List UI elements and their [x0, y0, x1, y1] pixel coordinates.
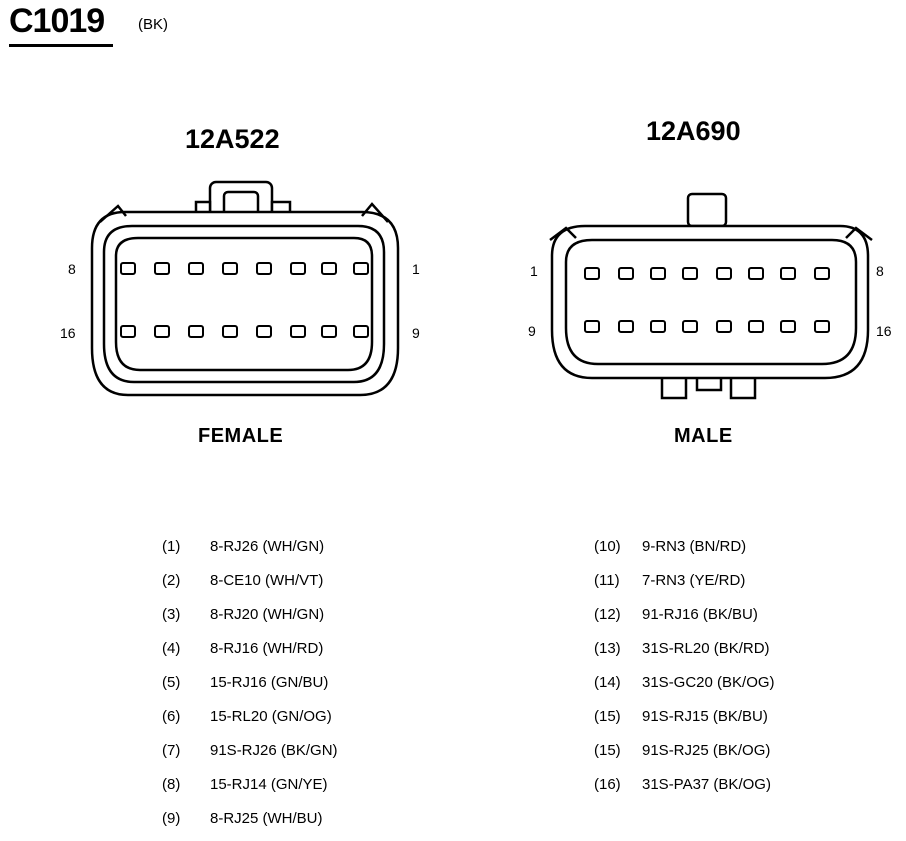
pin-row: (6) 15-RL20 (GN/OG) [162, 708, 332, 725]
female-part-number: 12A522 [185, 124, 280, 154]
pin-row: (4) 8-RJ16 (WH/RD) [162, 640, 323, 657]
pin-circuit: 91S-RJ15 (BK/BU) [642, 708, 768, 725]
female-pin-label-top-right: 1 [412, 261, 420, 277]
pin-circuit: 8-CE10 (WH/VT) [210, 572, 324, 589]
pin-number: (11) [594, 572, 620, 589]
pin-number: (16) [594, 776, 621, 793]
pin-circuit: 91S-RJ25 (BK/OG) [642, 742, 771, 759]
pin-number: (3) [162, 606, 181, 623]
pin-number: (4) [162, 640, 181, 657]
pin-number: (13) [594, 640, 621, 657]
male-connector [549, 192, 873, 400]
connector-color-code: (BK) [138, 16, 168, 33]
pin-circuit: 8-RJ16 (WH/RD) [210, 640, 324, 657]
pin-circuit: 31S-PA37 (BK/OG) [642, 776, 771, 793]
pin-circuit: 15-RJ14 (GN/YE) [210, 776, 328, 793]
pin-circuit: 8-RJ25 (WH/BU) [210, 810, 323, 827]
female-pin-label-bottom-left: 16 [60, 325, 76, 341]
pin-row: (3) 8-RJ20 (WH/GN) [162, 606, 324, 623]
pin-number: (12) [594, 606, 621, 623]
pin-circuit: 31S-GC20 (BK/OG) [642, 674, 775, 691]
pin-number: (8) [162, 776, 181, 793]
pin-row: (16) 31S-PA37 (BK/OG) [594, 776, 771, 793]
pin-number: (9) [162, 810, 181, 827]
pin-row: (12) 91-RJ16 (BK/BU) [594, 606, 758, 623]
male-part-number: 12A690 [646, 116, 741, 146]
pin-circuit: 15-RL20 (GN/OG) [210, 708, 332, 725]
pin-number: (14) [594, 674, 621, 691]
male-pin-label-top-right: 8 [876, 263, 884, 279]
male-label: MALE [674, 425, 733, 447]
pin-number: (6) [162, 708, 181, 725]
pin-circuit: 91-RJ16 (BK/BU) [642, 606, 758, 623]
title-underline [9, 44, 113, 47]
pin-row: (15) 91S-RJ15 (BK/BU) [594, 708, 768, 725]
pin-row: (2) 8-CE10 (WH/VT) [162, 572, 323, 589]
pin-row: (15) 91S-RJ25 (BK/OG) [594, 742, 770, 759]
pin-number: (5) [162, 674, 181, 691]
female-label: FEMALE [198, 425, 284, 447]
pin-circuit: 15-RJ16 (GN/BU) [210, 674, 329, 691]
pin-number: (7) [162, 742, 181, 759]
pin-row: (7) 91S-RJ26 (BK/GN) [162, 742, 338, 759]
female-pin-label-bottom-right: 9 [412, 325, 420, 341]
pin-row: (1) 8-RJ26 (WH/GN) [162, 538, 324, 555]
pin-circuit: 7-RN3 (YE/RD) [642, 572, 746, 589]
pin-row: (11) 7-RN3 (YE/RD) [594, 572, 745, 589]
connector-id: C1019 [9, 2, 105, 40]
pin-number: (10) [594, 538, 621, 555]
female-connector [90, 180, 400, 397]
pin-row: (14) 31S-GC20 (BK/OG) [594, 674, 775, 691]
male-pin-label-bottom-left: 9 [528, 323, 536, 339]
male-pin-label-top-left: 1 [530, 263, 538, 279]
pin-circuit: 91S-RJ26 (BK/GN) [210, 742, 338, 759]
pin-number: (15) [594, 708, 621, 725]
pin-circuit: 9-RN3 (BN/RD) [642, 538, 747, 555]
female-pin-label-top-left: 8 [68, 261, 76, 277]
pin-circuit: 31S-RL20 (BK/RD) [642, 640, 770, 657]
pin-circuit: 8-RJ20 (WH/GN) [210, 606, 325, 623]
pin-row: (13) 31S-RL20 (BK/RD) [594, 640, 770, 657]
pin-number: (1) [162, 538, 181, 555]
pin-row: (9) 8-RJ25 (WH/BU) [162, 810, 323, 827]
pin-circuit: 8-RJ26 (WH/GN) [210, 538, 325, 555]
pin-number: (15) [594, 742, 621, 759]
pin-row: (8) 15-RJ14 (GN/YE) [162, 776, 328, 793]
pin-row: (10) 9-RN3 (BN/RD) [594, 538, 746, 555]
pin-row: (5) 15-RJ16 (GN/BU) [162, 674, 328, 691]
male-pin-label-bottom-right: 16 [876, 323, 892, 339]
pin-number: (2) [162, 572, 181, 589]
